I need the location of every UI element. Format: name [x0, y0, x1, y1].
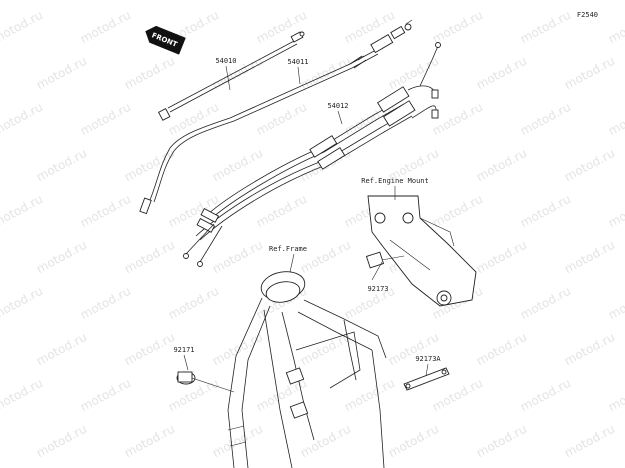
cable-54010[interactable]: [157, 31, 305, 121]
cable-54012[interactable]: [183, 42, 441, 267]
label-54010: 54010: [215, 57, 236, 65]
front-arrow: FRONT: [145, 25, 186, 55]
label-54012: 54012: [327, 102, 348, 110]
label-92173a: 92173A: [415, 355, 441, 363]
clamp-92171[interactable]: [176, 371, 235, 393]
engine-mount-bracket: [367, 195, 477, 307]
clamp-92173[interactable]: [365, 251, 405, 269]
frame: [227, 271, 387, 468]
label-54011: 54011: [287, 58, 308, 66]
clamp-92173a[interactable]: [403, 367, 450, 391]
ref-engine-mount-label: Ref.Engine Mount: [361, 177, 428, 185]
diagram-code: F2540: [577, 11, 598, 19]
label-92171: 92171: [173, 346, 194, 354]
ref-frame-label: Ref.Frame: [269, 245, 307, 253]
label-92173: 92173: [367, 285, 388, 293]
leader-lines: [183, 65, 429, 377]
cable-54011[interactable]: [139, 19, 413, 215]
